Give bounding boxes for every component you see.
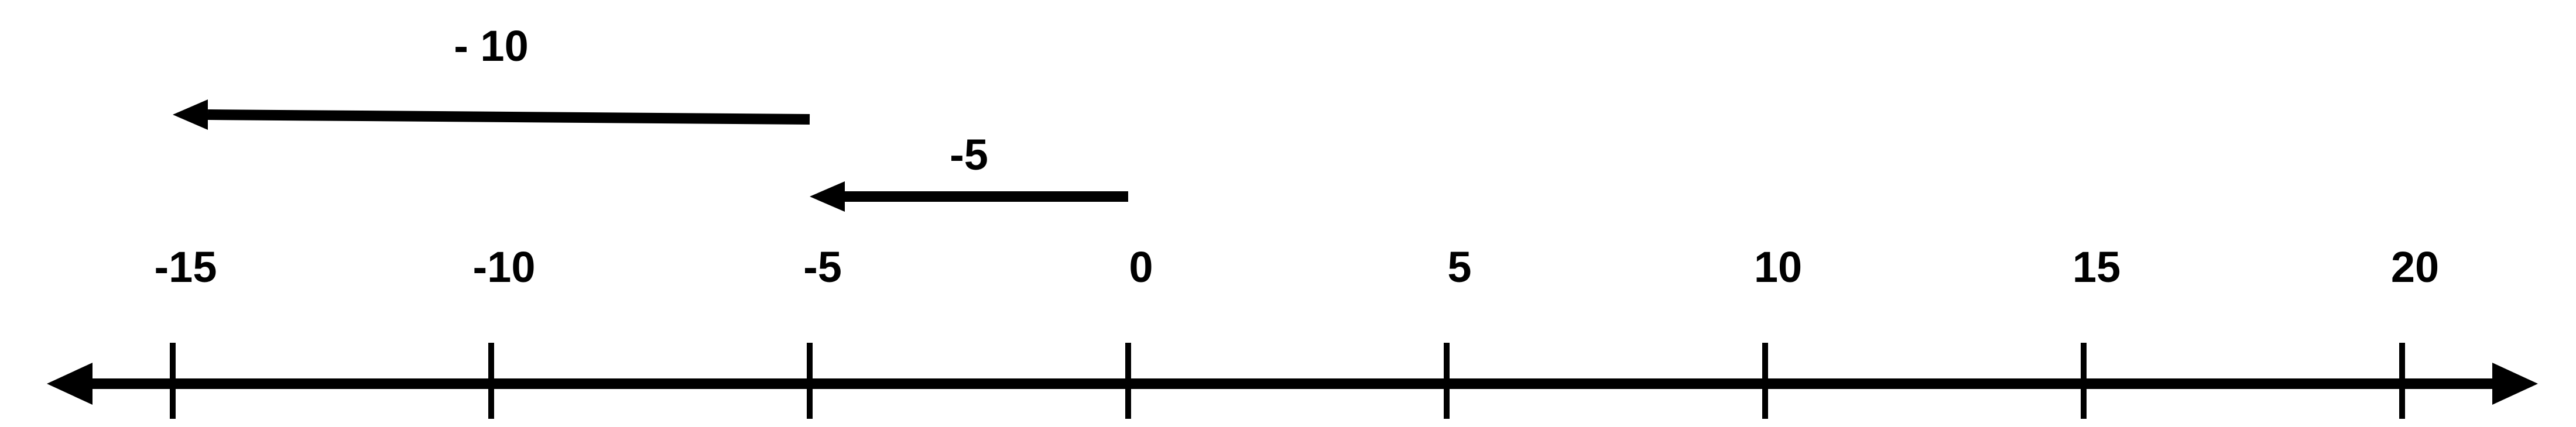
tick-labels: -15 -10 -5 0 5 10 15 20	[155, 243, 2440, 291]
jump-arrowhead-icon	[810, 181, 845, 212]
tick-label: 20	[2391, 243, 2439, 291]
jump-arrow: - 10	[173, 22, 810, 130]
jump-arrow-shaft	[207, 109, 810, 125]
right-arrowhead-icon	[2492, 363, 2538, 405]
tick-label: -10	[473, 243, 536, 291]
tick-label: 5	[1447, 243, 1471, 291]
tick-marks	[170, 343, 2405, 419]
jump-label: -5	[950, 130, 988, 179]
jump-arrow: -5	[810, 130, 1128, 212]
tick-label: -15	[155, 243, 217, 291]
left-arrowhead-icon	[47, 363, 93, 405]
number-line-axis	[47, 363, 2538, 405]
tick-label: 10	[1754, 243, 1802, 291]
jump-label: - 10	[454, 22, 529, 70]
jump-arrows: -5 - 10	[173, 22, 1128, 212]
tick-label: 15	[2073, 243, 2121, 291]
tick-label: 0	[1129, 243, 1153, 291]
tick-label: -5	[803, 243, 842, 291]
jump-arrowhead-icon	[173, 99, 208, 130]
